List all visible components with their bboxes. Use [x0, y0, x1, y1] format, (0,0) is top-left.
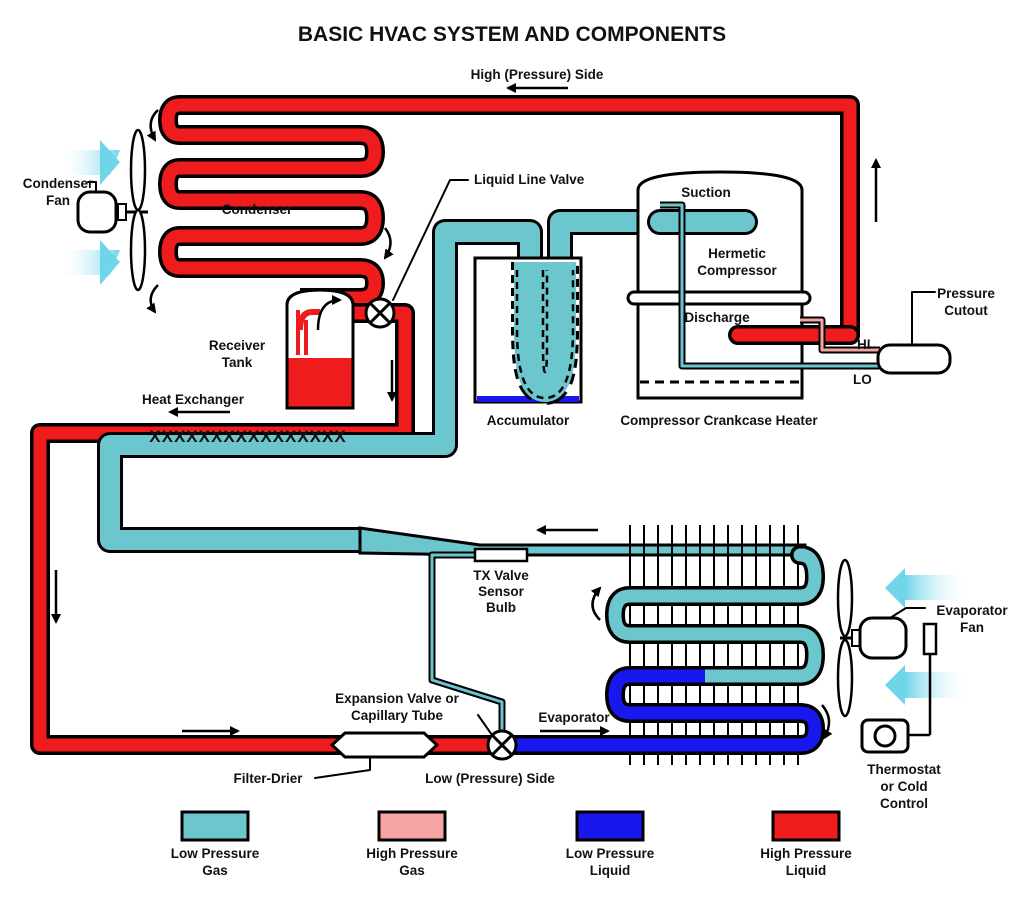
label-evaporator: Evaporator: [538, 710, 610, 725]
label-heat-exchanger: Heat Exchanger: [142, 392, 245, 407]
label-tx-valve-3: Bulb: [486, 600, 516, 615]
flow-arrows: [51, 83, 881, 740]
hermetic-compressor: [626, 170, 880, 400]
legend-item: Low Pressure Liquid: [566, 810, 655, 878]
diagram-title: BASIC HVAC SYSTEM AND COMPONENTS: [298, 23, 726, 46]
legend: Low Pressure Gas High Pressure Gas Low P…: [171, 810, 852, 878]
legend-swatch: [377, 810, 447, 842]
label-high-side: High (Pressure) Side: [471, 67, 604, 82]
filter-drier: [314, 731, 440, 779]
label-thermostat-2: or Cold: [880, 779, 927, 794]
label-expansion-valve-2: Capillary Tube: [351, 708, 444, 723]
legend-label-line1: High Pressure: [366, 846, 458, 861]
evaporator-fan: [836, 558, 970, 737]
label-receiver-tank-2: Tank: [222, 355, 253, 370]
legend-item: High Pressure Gas: [366, 810, 458, 878]
label-tx-valve-1: TX Valve: [473, 568, 529, 583]
discharge-line: [158, 95, 860, 345]
label-expansion-valve-1: Expansion Valve or: [335, 691, 460, 706]
evaporator: [510, 525, 825, 765]
legend-swatch: [180, 810, 250, 842]
label-thermostat-3: Control: [880, 796, 928, 811]
label-receiver-tank-1: Receiver: [209, 338, 266, 353]
label-condenser-fan-2: Fan: [46, 193, 70, 208]
label-pressure-cutout-1: Pressure: [937, 286, 995, 301]
accumulator: [473, 256, 583, 406]
legend-item: High Pressure Liquid: [760, 810, 852, 878]
label-thermostat-1: Thermostat: [867, 762, 941, 777]
label-low-side: Low (Pressure) Side: [425, 771, 555, 786]
liquid-line-valve: [364, 179, 469, 329]
label-discharge: Discharge: [684, 310, 750, 325]
evaporator-fins: [629, 525, 799, 765]
tx-valve-sensor-bulb: [428, 547, 529, 730]
legend-label-line1: High Pressure: [760, 846, 852, 861]
label-crankcase-heater: Compressor Crankcase Heater: [620, 413, 818, 428]
thermostat: [860, 718, 910, 754]
legend-swatch: [575, 810, 645, 842]
legend-label-line1: Low Pressure: [171, 846, 260, 861]
legend-item: Low Pressure Gas: [171, 810, 260, 878]
label-tx-valve-2: Sensor: [478, 584, 525, 599]
label-suction: Suction: [681, 185, 731, 200]
legend-label-line1: Low Pressure: [566, 846, 655, 861]
legend-swatch: [771, 810, 841, 842]
label-condenser: Condenser: [222, 202, 293, 217]
label-lo: LO: [853, 372, 872, 387]
label-accumulator: Accumulator: [487, 413, 570, 428]
label-hi: HI: [857, 337, 871, 352]
label-hermetic-compressor-2: Compressor: [697, 263, 777, 278]
receiver-tank: [285, 288, 355, 410]
legend-label-line2: Liquid: [590, 863, 631, 878]
legend-label-line2: Liquid: [786, 863, 827, 878]
label-evaporator-fan-1: Evaporator: [936, 603, 1008, 618]
label-filter-drier: Filter-Drier: [233, 771, 303, 786]
label-condenser-fan-1: Condenser: [23, 176, 94, 191]
label-hermetic-compressor-1: Hermetic: [708, 246, 766, 261]
suction-line: [97, 209, 807, 557]
heat-exchanger-marks: XXXXXXXXXXXXXXXX: [149, 427, 346, 446]
condenser-fan: [58, 128, 148, 292]
label-evaporator-fan-2: Fan: [960, 620, 984, 635]
expansion-valve: [477, 714, 518, 761]
label-liquid-line-valve: Liquid Line Valve: [474, 172, 585, 187]
pressure-cutout: [876, 291, 952, 375]
legend-label-line2: Gas: [202, 863, 228, 878]
label-pressure-cutout-2: Cutout: [944, 303, 988, 318]
legend-label-line2: Gas: [399, 863, 425, 878]
